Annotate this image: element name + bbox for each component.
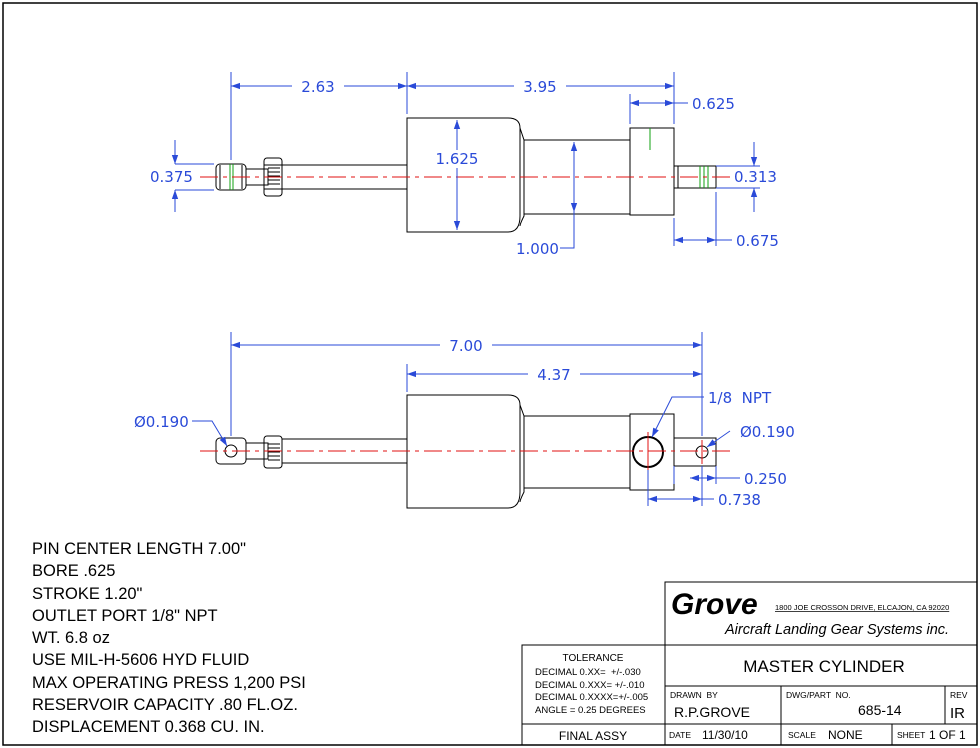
- rev-label: REV: [950, 690, 968, 700]
- left-hole-leader: [192, 420, 228, 447]
- note-bore: BORE .625: [32, 562, 116, 581]
- date-value: 11/30/10: [702, 728, 748, 742]
- note-reservoir-capacity: RESERVOIR CAPACITY .80 FL.OZ.: [32, 696, 298, 715]
- drawing-title: MASTER CYLINDER: [743, 657, 905, 676]
- bottom-reservoir-body: [406, 394, 521, 509]
- dim-label-0250: 0.250: [744, 470, 787, 488]
- company-logo: Grove: [671, 588, 758, 621]
- sheet-value: 1 OF 1: [929, 728, 966, 742]
- dwg-number: 685-14: [858, 702, 902, 718]
- tolerance-title: TOLERANCE: [563, 653, 624, 664]
- npt-leader: [651, 396, 704, 438]
- note-weight: WT. 6.8 oz: [32, 629, 110, 648]
- note-displacement: DISPLACEMENT 0.368 CU. IN.: [32, 718, 265, 737]
- top-nut-threads: [268, 167, 280, 185]
- note-fluid: USE MIL-H-5606 HYD FLUID: [32, 651, 250, 670]
- dim-label-0375: 0.375: [150, 168, 193, 186]
- dim-label-437: 4.37: [537, 366, 570, 384]
- bottom-outlet-block: [629, 413, 675, 491]
- dim-label-700: 7.00: [449, 337, 482, 355]
- note-stroke: STROKE 1.20": [32, 584, 143, 603]
- date-label: DATE: [669, 730, 691, 740]
- tolerance-line-2: DECIMAL 0.XXX= +/-.010: [535, 680, 644, 691]
- top-reservoir-body: [406, 117, 521, 233]
- bottom-cylinder-body: [523, 415, 631, 489]
- note-outlet-port: OUTLET PORT 1/8" NPT: [32, 606, 218, 625]
- title-block: [521, 581, 978, 746]
- note-max-pressure: MAX OPERATING PRESS 1,200 PSI: [32, 673, 306, 692]
- dim-label-395: 3.95: [523, 78, 556, 96]
- company-address: 1800 JOE CROSSON DRIVE, ELCAJON, CA 9202…: [775, 603, 949, 612]
- final-assy: FINAL ASSY: [559, 729, 627, 743]
- dim-label-0675: 0.675: [736, 232, 779, 250]
- dim-label-0738: 0.738: [718, 491, 761, 509]
- bottom-right-clevis: [673, 437, 717, 467]
- note-pin-center-length: PIN CENTER LENGTH 7.00": [32, 540, 246, 558]
- bottom-nut-threads: [268, 443, 280, 461]
- dim-label-1625: 1.625: [436, 150, 479, 168]
- sheet-label: SHEET: [897, 730, 925, 740]
- tolerance-line-1: DECIMAL 0.XX= +/-.030: [535, 667, 641, 678]
- scale-label: SCALE: [788, 730, 816, 740]
- dwg-label: DWG/PART NO.: [786, 690, 851, 700]
- dim-label-0313: 0.313: [734, 168, 777, 186]
- dim-label-263: 2.63: [301, 78, 334, 96]
- tolerance-line-4: ANGLE = 0.25 DEGREES: [535, 705, 646, 716]
- right-hole-leader: [706, 430, 731, 448]
- dim-label-npt: 1/8 NPT: [708, 389, 772, 407]
- drawn-by: R.P.GROVE: [674, 704, 750, 720]
- dim-label-hole-left: Ø0.190: [134, 413, 189, 431]
- drawn-by-label: DRAWN BY: [670, 690, 718, 700]
- rev-value: IR: [950, 705, 965, 722]
- scale-value: NONE: [828, 728, 863, 742]
- tolerance-line-3: DECIMAL 0.XXXX=+/-.005: [535, 692, 648, 703]
- dim-label-0625: 0.625: [692, 95, 735, 113]
- general-notes: PIN CENTER LENGTH 7.00" BORE .625 STROKE…: [32, 538, 306, 739]
- top-view: [215, 117, 717, 233]
- company-subtitle: Aircraft Landing Gear Systems inc.: [724, 622, 949, 638]
- dim-label-1000: 1.000: [516, 240, 559, 258]
- top-outlet-block: [629, 127, 675, 216]
- dim-label-hole-right: Ø0.190: [740, 423, 795, 441]
